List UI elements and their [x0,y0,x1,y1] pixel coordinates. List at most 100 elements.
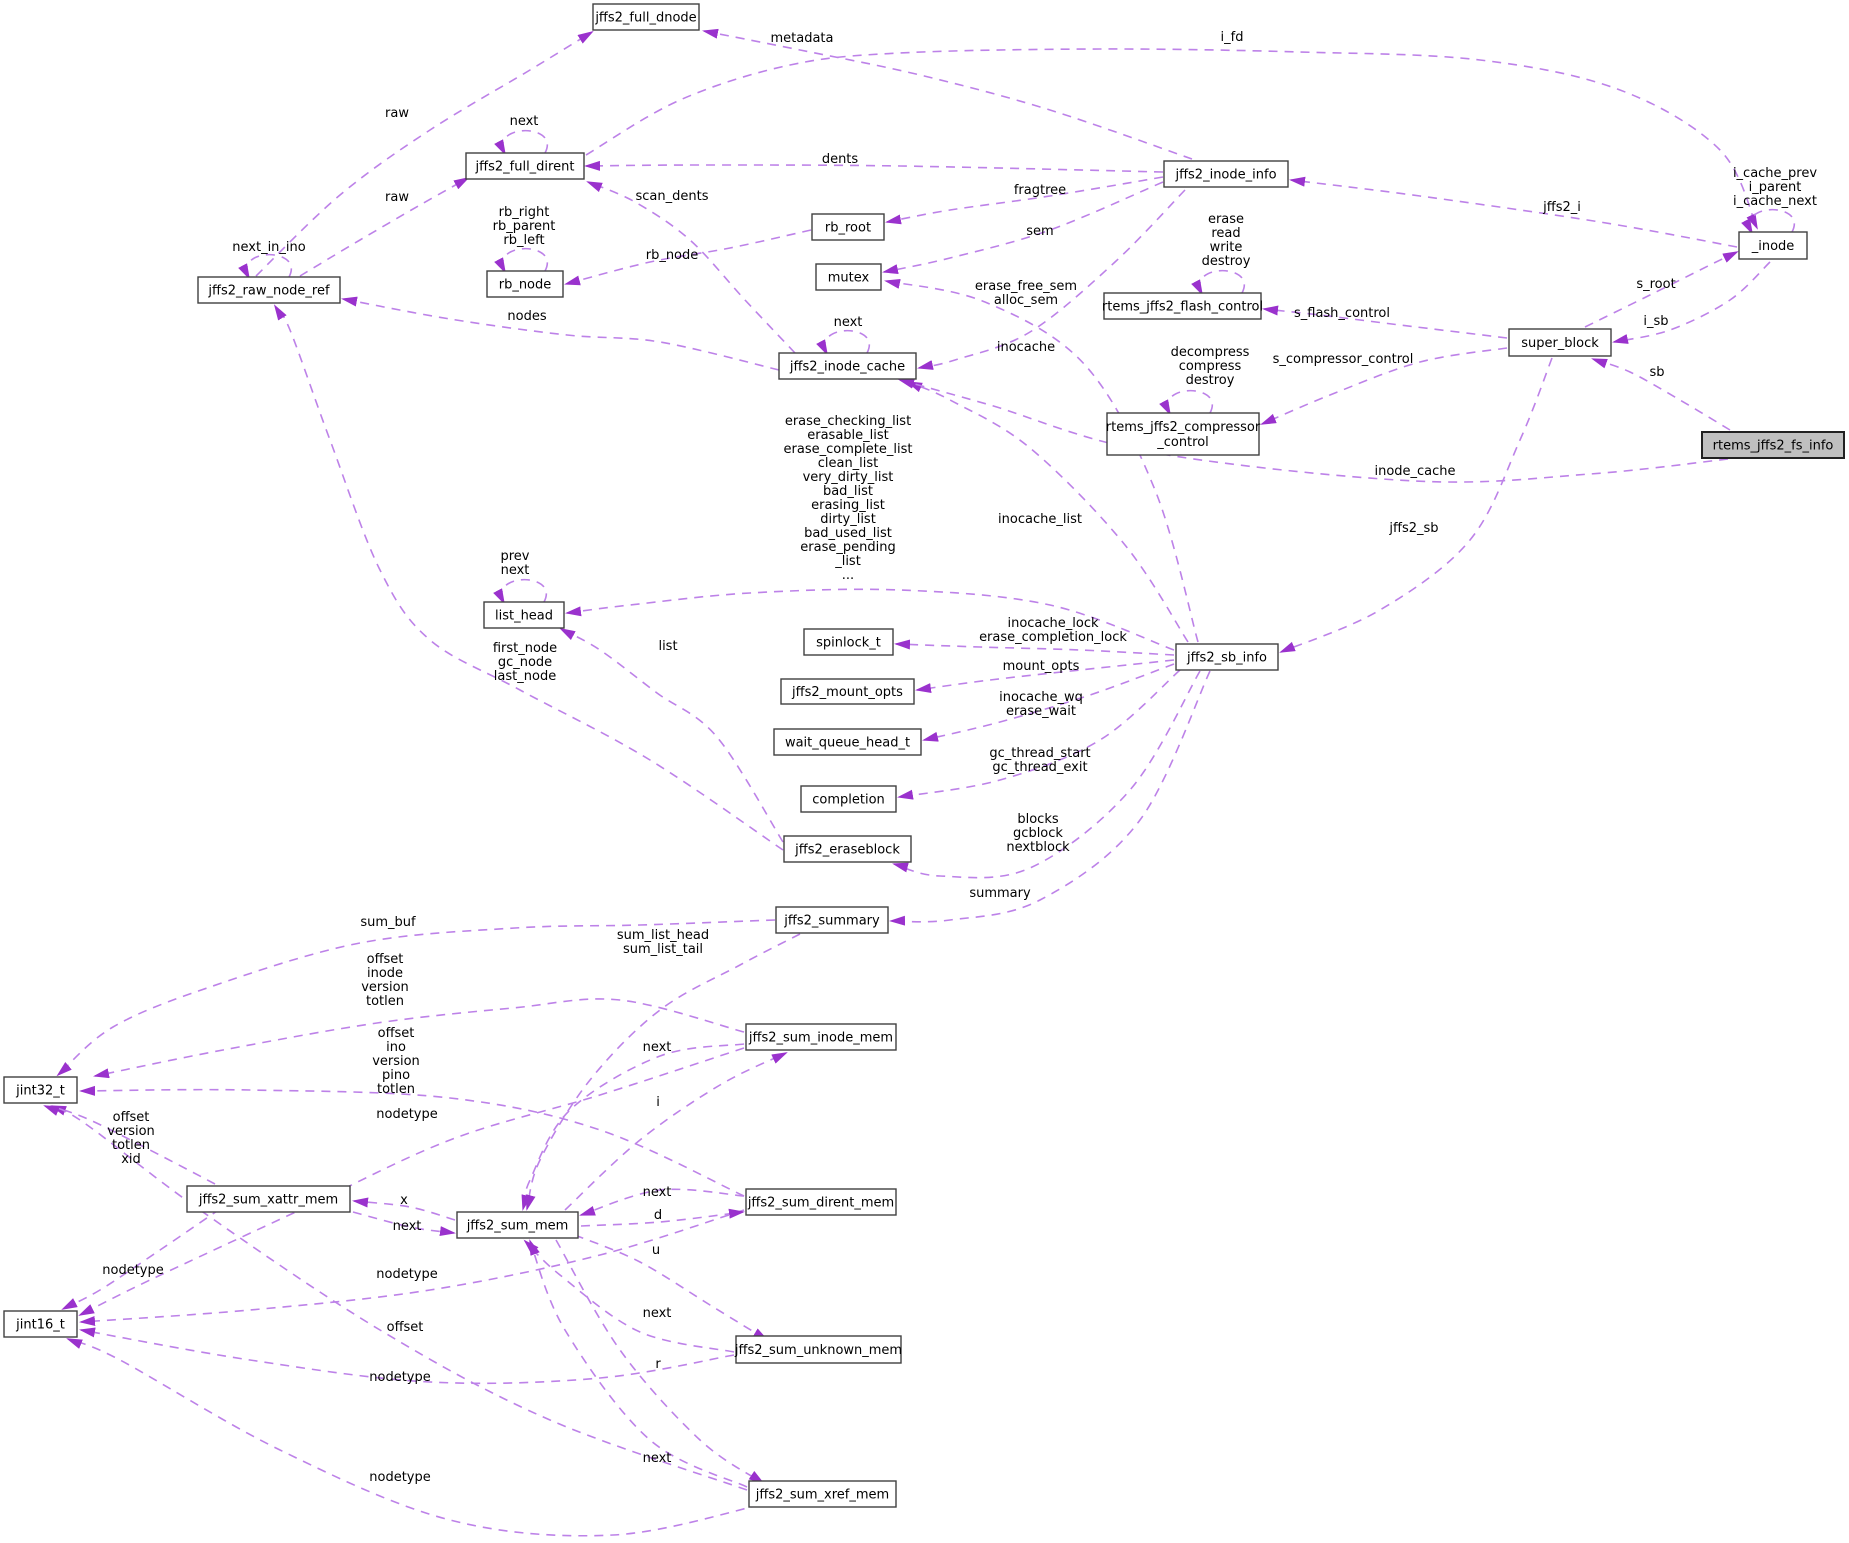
node-_inode[interactable]: _inode [1738,231,1808,260]
node-jffs2_sum_xattr_mem[interactable]: jffs2_sum_xattr_mem [186,1185,351,1213]
node-box-completion[interactable] [800,785,897,813]
edge-label-line: erasing_list [811,498,885,513]
node-box-jffs2_inode_info[interactable] [1163,160,1289,188]
node-rb_node[interactable]: rb_node [486,270,564,298]
node-box-jffs2_sum_unknown_mem[interactable] [735,1335,902,1364]
node-box-spinlock_t[interactable] [803,628,894,656]
node-box-jffs2_raw_node_ref[interactable] [197,276,341,304]
node-box-rb_node[interactable] [486,270,564,298]
edge-i_sb [1612,261,1771,344]
node-jffs2_mount_opts[interactable]: jffs2_mount_opts [780,678,915,705]
edge-label-next_in_ino-loop: next_in_ino [232,240,306,255]
edge-label-line: dirty_list [820,512,876,527]
edge-label-line: sb [1649,365,1664,380]
node-box-jffs2_sb_info[interactable] [1175,643,1279,671]
node-label-jffs2_full_dnode: jffs2_full_dnode [594,11,696,26]
node-spinlock_t[interactable]: spinlock_t [803,628,894,656]
edge-i [564,1052,788,1211]
node-completion[interactable]: completion [800,785,897,813]
node-label-jint32_t: jint32_t [15,1084,65,1099]
node-jffs2_sum_unknown_mem[interactable]: jffs2_sum_unknown_mem [734,1335,902,1364]
node-box-wait_queue_head_t[interactable] [773,728,922,756]
node-label-rtems_jffs2_fs_info: rtems_jffs2_fs_info [1713,439,1834,454]
node-label-rtems_jffs2_flash_control: rtems_jffs2_flash_control [1102,300,1263,315]
node-box-jffs2_inode_cache[interactable] [778,352,917,380]
node-box-super_block[interactable] [1508,328,1612,357]
node-label-line: jffs2_sum_mem [466,1219,569,1234]
node-jffs2_sum_mem[interactable]: jffs2_sum_mem [456,1211,579,1239]
node-rtems_jffs2_compressor_control[interactable]: rtems_jffs2_compressor_control [1106,412,1261,456]
node-box-jffs2_sum_xattr_mem[interactable] [186,1185,351,1213]
edge-label-nodetype_xref: nodetype [369,1470,430,1485]
node-box-list_head[interactable] [483,601,565,629]
node-box-rb_root[interactable] [811,213,885,241]
node-jffs2_summary[interactable]: jffs2_summary [775,906,889,934]
node-jffs2_sb_info[interactable]: jffs2_sb_info [1175,643,1279,671]
node-jffs2_eraseblock[interactable]: jffs2_eraseblock [783,835,912,863]
node-jffs2_full_dnode[interactable]: jffs2_full_dnode [592,3,700,31]
node-wait_queue_head_t[interactable]: wait_queue_head_t [773,728,922,756]
node-label-completion: completion [812,793,885,808]
edge-label-line: rb_parent [493,219,556,234]
node-super_block[interactable]: super_block [1508,328,1612,357]
edge-sum_xattr_fields [50,1105,216,1185]
node-box-jffs2_sum_inode_mem[interactable] [745,1023,897,1051]
node-jffs2_raw_node_ref[interactable]: jffs2_raw_node_ref [197,276,341,304]
edge-label-metadata: metadata [770,31,833,46]
edge-label-line: totlen [112,1138,150,1153]
node-jffs2_inode_info[interactable]: jffs2_inode_info [1163,160,1289,188]
node-box-jffs2_summary[interactable] [775,906,889,934]
node-list_head[interactable]: list_head [483,601,565,629]
node-box-jffs2_sum_mem[interactable] [456,1211,579,1239]
node-box-mutex[interactable] [815,263,882,291]
node-box-_inode[interactable] [1738,231,1808,260]
node-box-rtems_jffs2_compressor_control[interactable] [1106,412,1260,456]
edge-label-line: i_cache_next [1733,194,1817,209]
node-jffs2_full_dirent[interactable]: jffs2_full_dirent [465,152,585,180]
node-label-rtems_jffs2_compressor_control: rtems_jffs2_compressor_control [1106,420,1261,450]
edge-label-line: nextblock [1006,840,1070,855]
node-box-jint32_t[interactable] [3,1076,78,1104]
edge-label-raw-dnode: raw [385,106,409,121]
node-label-jffs2_sum_inode_mem: jffs2_sum_inode_mem [748,1031,893,1046]
edge-next_unknown [523,1239,735,1353]
node-jint16_t[interactable]: jint16_t [3,1310,78,1338]
node-jint32_t[interactable]: jint32_t [3,1076,78,1104]
edge-label-scan_dents: scan_dents [636,189,709,204]
node-rtems_jffs2_flash_control[interactable]: rtems_jffs2_flash_control [1102,292,1263,320]
self-edge-compressor-ops-loop [1159,389,1214,416]
node-box-jffs2_sum_xref_mem[interactable] [748,1480,897,1508]
edge-label-line: offset [367,952,404,967]
node-box-rtems_jffs2_flash_control[interactable] [1103,292,1262,320]
edge-label-line: inocache_list [998,512,1082,527]
edge-label-line: fragtree [1014,183,1066,198]
node-jffs2_sum_inode_mem[interactable]: jffs2_sum_inode_mem [745,1023,897,1051]
node-box-jffs2_full_dnode[interactable] [592,3,700,31]
edge-label-line: offset [378,1026,415,1041]
node-jffs2_sum_dirent_mem[interactable]: jffs2_sum_dirent_mem [745,1188,897,1216]
edge-label-r: r [655,1357,661,1372]
node-jffs2_inode_cache[interactable]: jffs2_inode_cache [778,352,917,380]
node-label-jffs2_inode_info: jffs2_inode_info [1174,168,1276,183]
edge-label-line: destroy [1186,373,1235,388]
node-box-jffs2_mount_opts[interactable] [780,678,915,705]
node-mutex[interactable]: mutex [815,263,882,291]
node-box-jffs2_eraseblock[interactable] [783,835,912,863]
node-label-line: list_head [495,609,553,624]
edge-label-line: nodetype [102,1263,163,1278]
node-box-jffs2_sum_dirent_mem[interactable] [745,1188,897,1216]
node-box-jint16_t[interactable] [3,1310,78,1338]
node-rb_root[interactable]: rb_root [811,213,885,241]
node-box-jffs2_full_dirent[interactable] [465,152,585,180]
edge-next_dirent [579,1188,745,1216]
node-jffs2_sum_xref_mem[interactable]: jffs2_sum_xref_mem [748,1480,897,1508]
edge-label-sb: sb [1649,365,1664,380]
node-label-line: spinlock_t [816,636,881,651]
edge-label-i_fd: i_fd [1221,30,1244,45]
edge-label-x: x [400,1193,408,1208]
edge-nodetype_xattr [61,1208,221,1310]
